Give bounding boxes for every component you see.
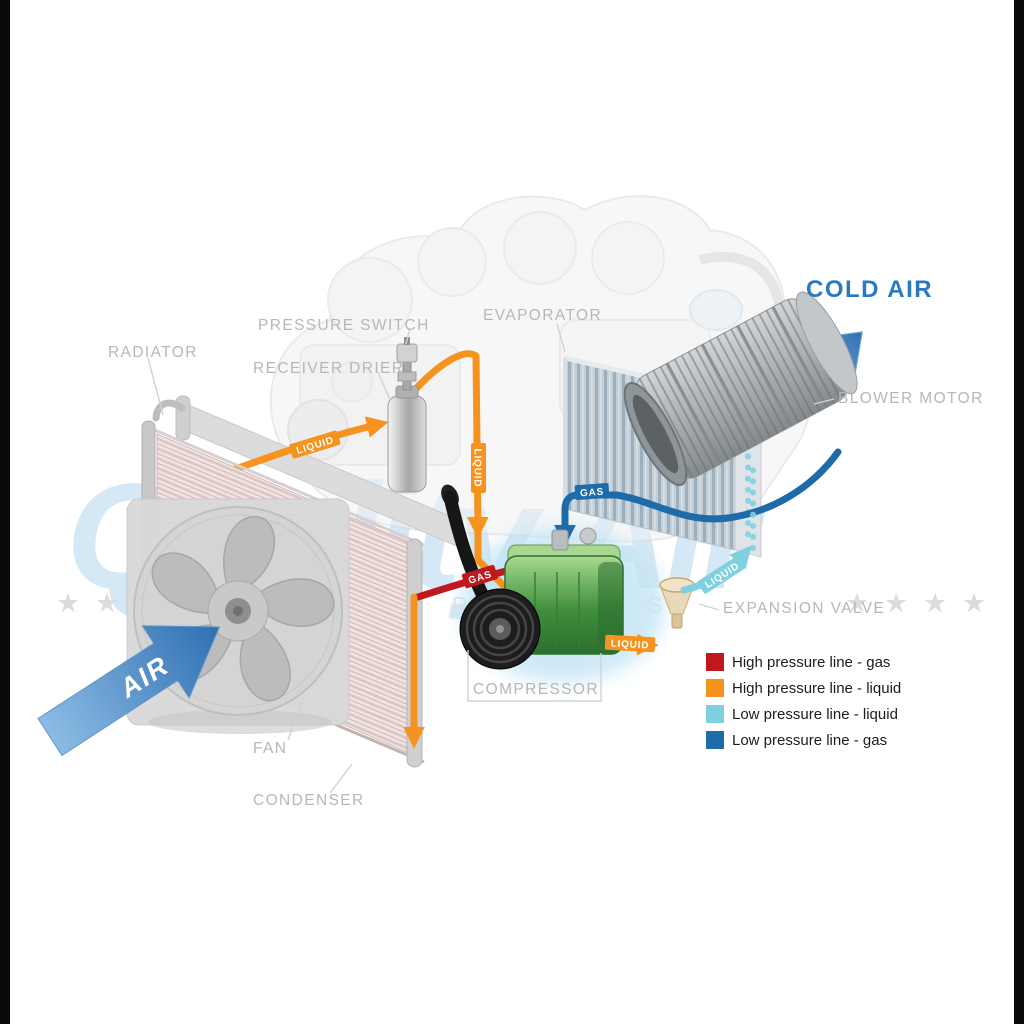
pipe-label-liquid: LIQUID <box>471 443 486 493</box>
leader-line <box>329 763 353 794</box>
leader-line <box>287 697 304 741</box>
pressure-switch-label: PRESSURE SWITCH <box>258 317 430 334</box>
compressor-label: COMPRESSOR <box>473 681 599 698</box>
fan-shadow <box>148 710 332 734</box>
blower-band <box>735 325 793 428</box>
fan-label: FAN <box>253 740 287 757</box>
pulley-groove <box>472 601 528 657</box>
receiver-drier-label: RECEIVER DRIER <box>253 360 404 377</box>
valve-stem <box>671 613 683 629</box>
compressor-fitting <box>551 529 569 551</box>
compressor <box>441 484 624 670</box>
star-icon: ★ <box>884 588 908 618</box>
leader-line <box>556 323 566 353</box>
pipe-label-text: GAS <box>580 487 605 500</box>
legend-label: Low pressure line - liquid <box>732 706 898 723</box>
pipe-label-text: LIQUID <box>610 638 649 651</box>
star-icon: ★ <box>962 588 986 618</box>
fan-hub-cap <box>233 606 243 616</box>
engine-detail <box>591 221 665 295</box>
condenser-label: CONDENSER <box>253 792 365 809</box>
pipe-label-bg <box>461 564 498 589</box>
leader-line <box>377 371 391 401</box>
star-icon: ★ <box>95 588 119 618</box>
compressor-shade <box>598 562 623 648</box>
expansion-valve-label: EXPANSION VALVE <box>723 600 885 617</box>
cooling-fan <box>126 498 350 734</box>
pulley-groove <box>465 594 535 664</box>
receiver-drier <box>387 337 427 493</box>
leader-line <box>405 327 411 345</box>
pipe-gas-to-compressor <box>554 448 842 547</box>
legend-swatch <box>706 731 724 749</box>
blower-motor <box>623 291 858 486</box>
legend-label: High pressure line - liquid <box>732 680 901 697</box>
radiator <box>152 395 460 548</box>
component-labels: RADIATOR PRESSURE SWITCH RECEIVER DRIER … <box>108 276 984 809</box>
pulley-groove <box>479 608 521 650</box>
blower-motor-label: BLOWER MOTOR <box>838 390 984 407</box>
compressor-fitting <box>579 527 597 545</box>
pipe-label-gas: GAS <box>574 482 610 501</box>
pipe-label-bg <box>604 634 656 653</box>
legend-row: Low pressure line - liquid <box>706 705 898 723</box>
legend-row: High pressure line - gas <box>706 653 890 671</box>
right-black-bar <box>1014 0 1024 1024</box>
blower-band <box>771 306 828 409</box>
blower-end-cap <box>796 291 858 395</box>
blower-band <box>665 362 722 465</box>
pipe-label-bg <box>471 443 486 493</box>
pipe-liquid-drier-down <box>408 350 489 539</box>
legend-row: Low pressure line - gas <box>706 731 887 749</box>
engine-detail <box>327 257 413 343</box>
blower-opening-inner <box>632 394 679 474</box>
left-black-bar <box>0 0 10 1024</box>
pipe-label-liquid: LIQUID <box>604 634 656 653</box>
drier-body <box>387 395 427 493</box>
pipe-label-bg <box>289 430 341 459</box>
engine-pulley <box>331 361 373 403</box>
blower-cage <box>635 298 848 478</box>
radiator-label: RADIATOR <box>108 344 198 361</box>
pipe-label-bg <box>697 555 747 594</box>
legend-swatch <box>706 679 724 697</box>
engine-detail <box>417 227 487 297</box>
star-icon: ★ <box>56 588 80 618</box>
leader-line <box>813 398 835 405</box>
cold-air-label: COLD AIR <box>806 276 933 303</box>
leader-line <box>147 357 164 416</box>
legend: High pressure line - gas High pressure l… <box>706 653 901 749</box>
air-arrow-shape <box>37 625 221 757</box>
pulley-cap <box>496 625 504 633</box>
legend-swatch <box>706 705 724 723</box>
engine-detail <box>689 289 743 331</box>
legend-label: High pressure line - gas <box>732 654 890 671</box>
blower-band <box>700 344 757 447</box>
condenser-top-edge <box>149 426 425 547</box>
pipe-label-bg <box>574 482 610 501</box>
star-icon: ★ <box>923 588 947 618</box>
legend-label: Low pressure line - gas <box>732 732 887 749</box>
engine-detail <box>503 211 577 285</box>
radiator-hose <box>152 399 186 422</box>
compressor-bracket <box>467 650 602 702</box>
fan-ring <box>141 514 335 708</box>
pipe-label-text: LIQUID <box>472 449 483 488</box>
legend-swatch <box>706 653 724 671</box>
evaporator-label: EVAPORATOR <box>483 307 602 324</box>
legend-row: High pressure line - liquid <box>706 679 901 697</box>
leader-line <box>698 603 720 611</box>
switch-nut <box>397 371 417 382</box>
star-icon: ★ <box>845 588 869 618</box>
